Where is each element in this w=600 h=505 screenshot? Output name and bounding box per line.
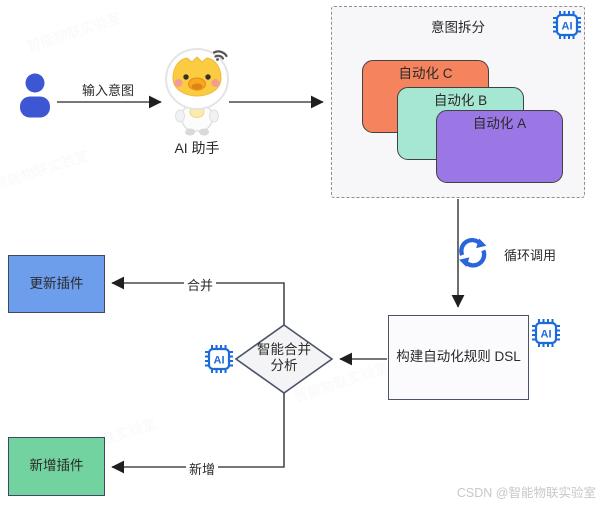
csdn-watermark: CSDN @智能物联实验室 [456, 486, 596, 500]
intent-split-group: 意图拆分 自动化 C 自动化 B 自动化 A [331, 6, 585, 198]
user-icon [16, 72, 54, 123]
ai-chip-icon: AI [203, 343, 235, 380]
ai-chip-icon: AI [530, 317, 562, 354]
merge-diamond-line2: 分析 [270, 358, 298, 373]
wifi-signal-icon [212, 50, 228, 61]
automation-card-a: 自动化 A [436, 110, 563, 183]
dsl-box-label: 构建自动化规则 DSL [396, 349, 521, 365]
add-plugin-label: 新增插件 [29, 458, 84, 474]
automation-card-b-label: 自动化 B [433, 93, 488, 108]
ai-assistant-mascot-icon [160, 46, 234, 143]
loop-sync-icon [457, 237, 489, 274]
edge-label-merge: 合并 [184, 275, 217, 294]
add-plugin-box: 新增插件 [8, 437, 105, 496]
edge-label-add: 新增 [186, 459, 219, 478]
automation-card-c-label: 自动化 C [398, 66, 453, 81]
update-plugin-box: 更新插件 [8, 255, 105, 313]
update-plugin-label: 更新插件 [29, 275, 84, 291]
ai-chip-icon: AI [551, 9, 583, 46]
edge-label-input-intent: 输入意图 [81, 83, 134, 98]
ai-chip-text: AI [562, 21, 573, 33]
assistant-label: AI 助手 [174, 140, 220, 156]
merge-diamond-label: 智能合并 分析 [236, 342, 332, 374]
automation-card-a-label: 自动化 A [472, 116, 527, 131]
edge-label-loop-call: 循环调用 [504, 248, 557, 263]
merge-diamond [234, 324, 334, 394]
ai-chip-text: AI [541, 329, 552, 341]
merge-diamond-line1: 智能合并 [257, 342, 311, 357]
arrow-diamond-to-update [111, 276, 285, 325]
ai-chip-text: AI [214, 355, 225, 367]
intent-split-title: 意图拆分 [431, 20, 485, 35]
dsl-box: 构建自动化规则 DSL [388, 315, 529, 400]
arrow-diamond-to-add [111, 393, 285, 474]
